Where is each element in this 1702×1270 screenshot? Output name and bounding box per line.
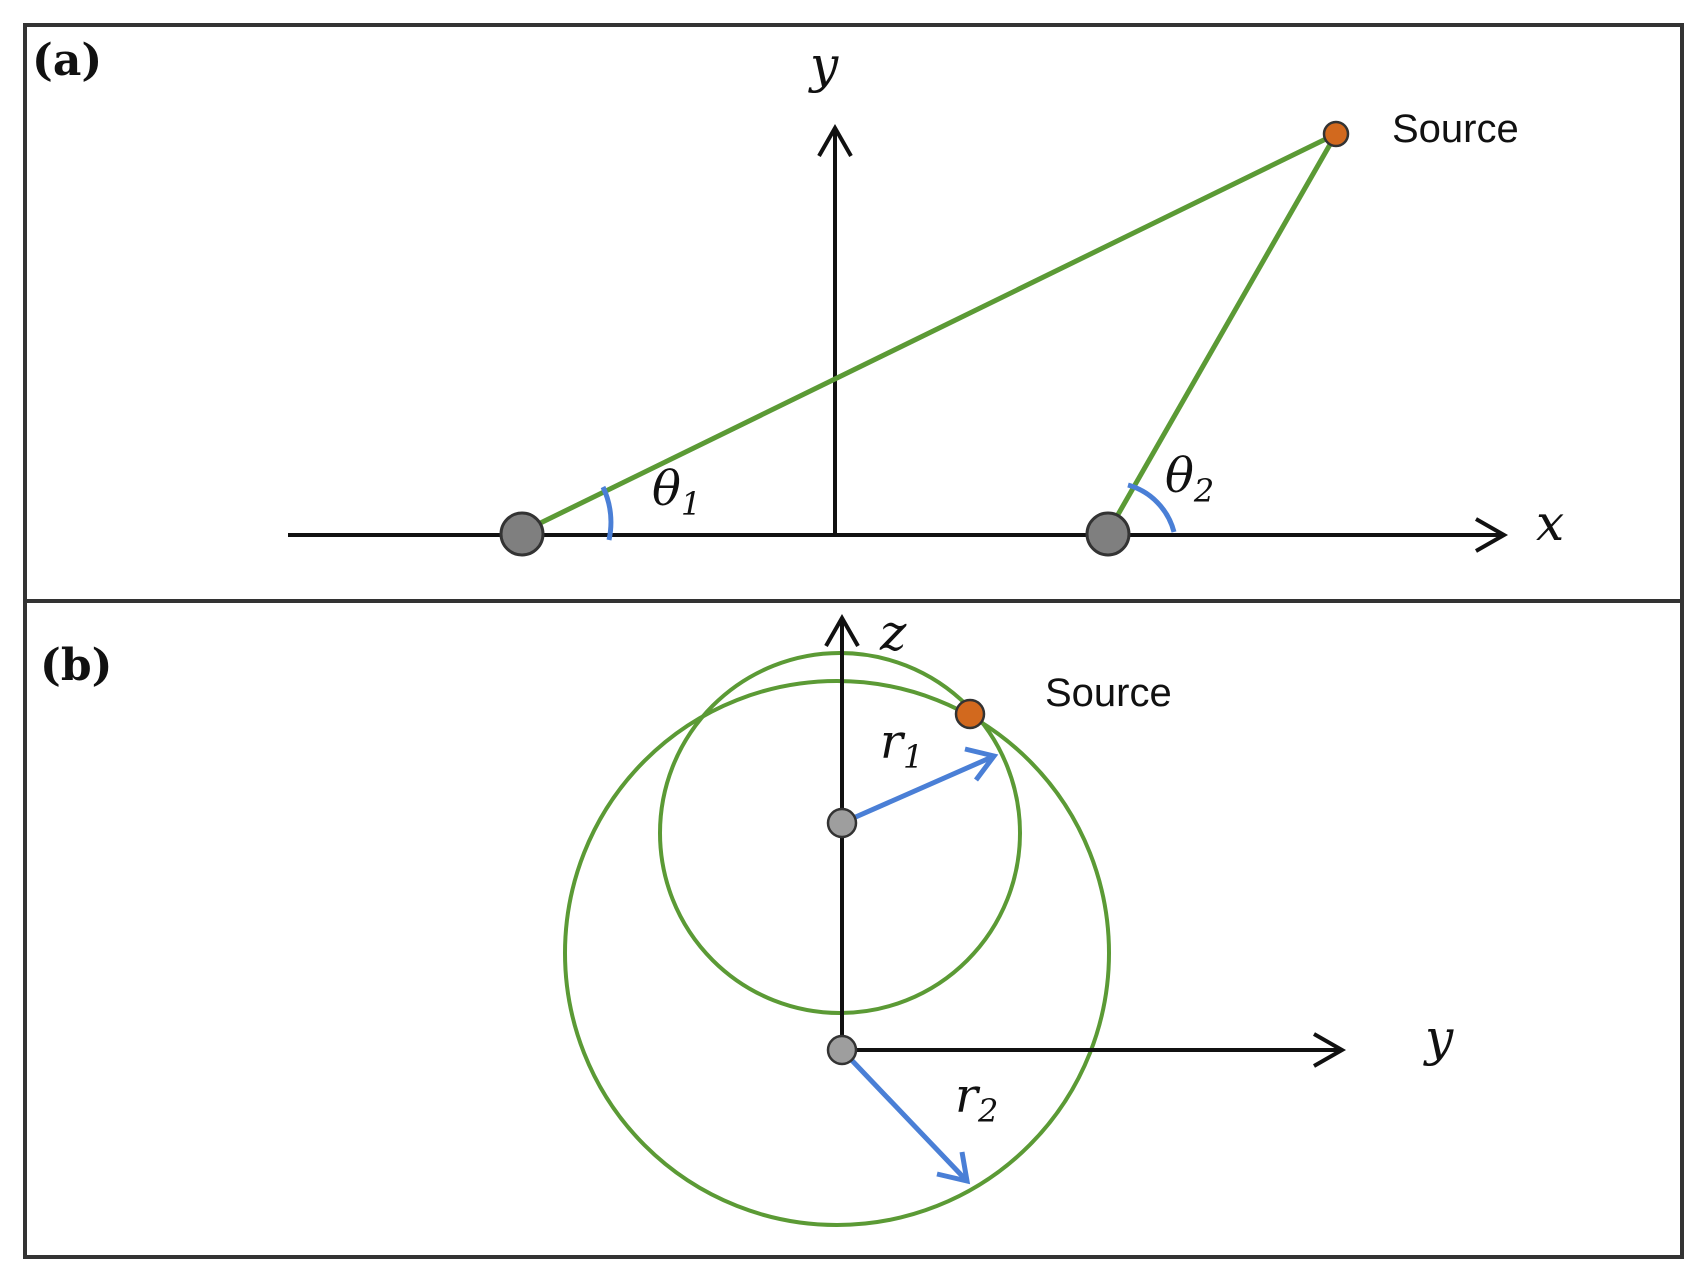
y-axis-arrowhead [817, 123, 853, 157]
y-axis-b-arrowhead [1313, 1032, 1347, 1068]
panel-a-label: (a) [32, 35, 102, 86]
sensor-2-marker [1085, 511, 1131, 557]
source-marker-b [954, 698, 986, 730]
source-path-2 [1105, 132, 1339, 534]
panel-b-frame [23, 599, 1684, 1259]
radius-label-1: r1 [880, 714, 923, 776]
y-axis-label: y [808, 36, 839, 94]
z-axis-label: z [879, 604, 907, 662]
source-label-b: Source [1045, 671, 1172, 715]
source-marker [1322, 120, 1350, 148]
panel-b-label: (b) [40, 640, 112, 691]
y-axis-b-label: y [1423, 1009, 1454, 1067]
radius-1-arrow [840, 754, 994, 826]
angle-arc-1 [600, 485, 614, 541]
sensor-upper-marker [826, 807, 858, 839]
angle-arc-2 [1127, 482, 1177, 533]
sensor-lower-marker [826, 1034, 858, 1066]
source-label: Source [1392, 107, 1519, 151]
panel-a: (a) x y θ1 θ2 Source [23, 23, 1684, 603]
radius-2-arrow [840, 1048, 968, 1182]
radius-1-arrowhead [964, 746, 999, 782]
angle-label-1: θ1 [652, 461, 701, 523]
large-circle [563, 679, 1111, 1227]
x-axis-arrowhead [1475, 517, 1509, 553]
z-axis-arrowhead [824, 613, 860, 647]
sensor-1-marker [499, 511, 545, 557]
radius-2-arrowhead [936, 1151, 971, 1185]
radius-label-2: r2 [955, 1068, 998, 1130]
x-axis-label: x [1536, 494, 1564, 552]
angle-label-2: θ2 [1165, 448, 1214, 510]
source-path-1 [520, 131, 1338, 535]
panel-b: (b) z y r1 r2 Source [23, 599, 1684, 1259]
